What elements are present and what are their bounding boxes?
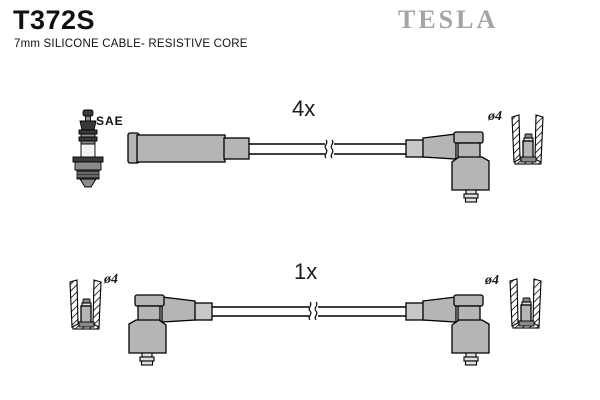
terminal-diameter-label-bottom-right: ø4 <box>485 273 499 288</box>
angled-plug-boot-icon <box>124 291 216 369</box>
quantity-label-bottom: 1x <box>294 259 318 284</box>
terminal-diameter-label-bottom-left: ø4 <box>104 272 118 287</box>
product-description: 7mm SILICONE CABLE- RESISTIVE CORE <box>14 38 248 50</box>
terminal-sleeve-cross-section-icon <box>69 278 103 332</box>
angled-plug-boot-icon <box>402 128 494 206</box>
quantity-label-top: 4x <box>292 96 316 121</box>
product-code: T372S <box>13 5 96 35</box>
straight-plug-boot-icon <box>127 132 250 164</box>
terminal-sleeve-cross-section-icon <box>511 113 545 167</box>
wire-break-icon <box>210 301 407 321</box>
angled-plug-boot-icon <box>402 291 494 369</box>
tesla-logo: TESLA <box>398 5 499 34</box>
terminal-sleeve-cross-section-icon <box>509 277 543 331</box>
wire-break-icon <box>248 139 408 159</box>
terminal-diameter-label-top: ø4 <box>488 109 502 124</box>
spark-plug-icon <box>72 109 104 188</box>
spark-plug-standard-label: SAE <box>96 114 124 128</box>
